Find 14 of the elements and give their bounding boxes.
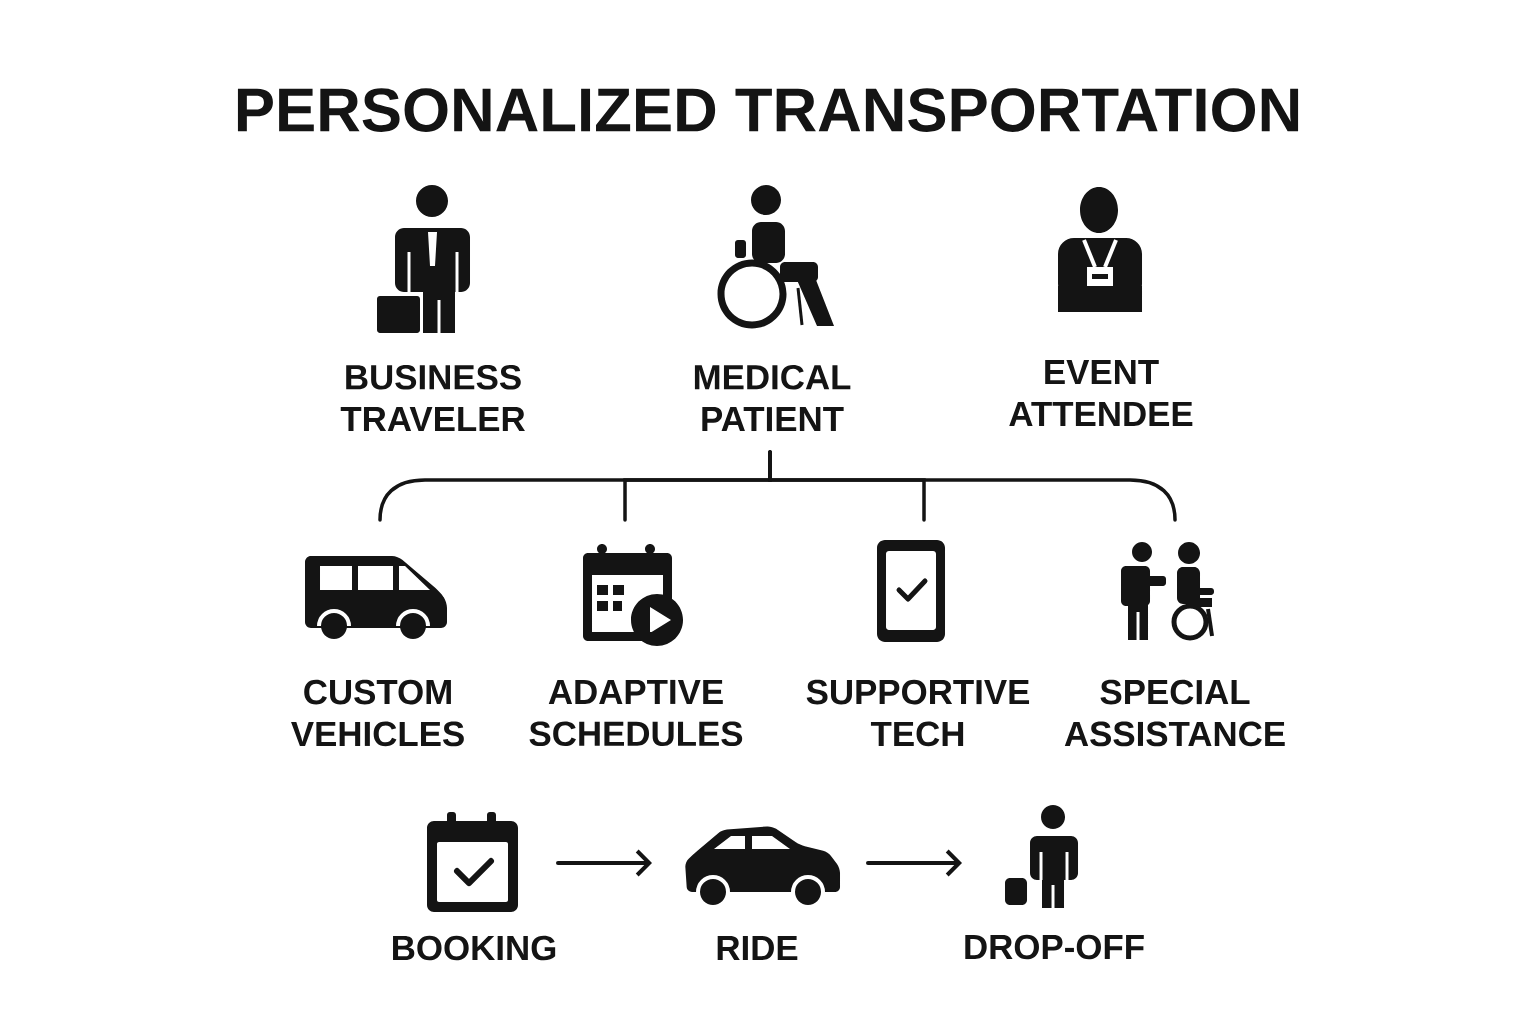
connector-line [768, 450, 1177, 522]
step-label: BOOKING [393, 935, 556, 961]
title: PERSONALIZED TRANSPORTATION [237, 88, 1299, 132]
service-label: SPECIAL ASSISTANCE [1064, 679, 1285, 747]
user-type-label: MEDICAL PATIENT [694, 364, 851, 432]
service-label: ADAPTIVE SCHEDULES [529, 679, 743, 747]
step-label: DROP-OFF [965, 934, 1144, 960]
service-label: SUPPORTIVE TECH [806, 679, 1030, 747]
arrow [556, 849, 652, 877]
step-label: RIDE [717, 936, 798, 960]
user-type-label: BUSINESS TRAVELER [340, 364, 525, 432]
arrow [866, 849, 962, 877]
user-type-label: EVENT ATTENDEE [1009, 360, 1193, 426]
service-label: CUSTOM VEHICLES [291, 679, 464, 747]
